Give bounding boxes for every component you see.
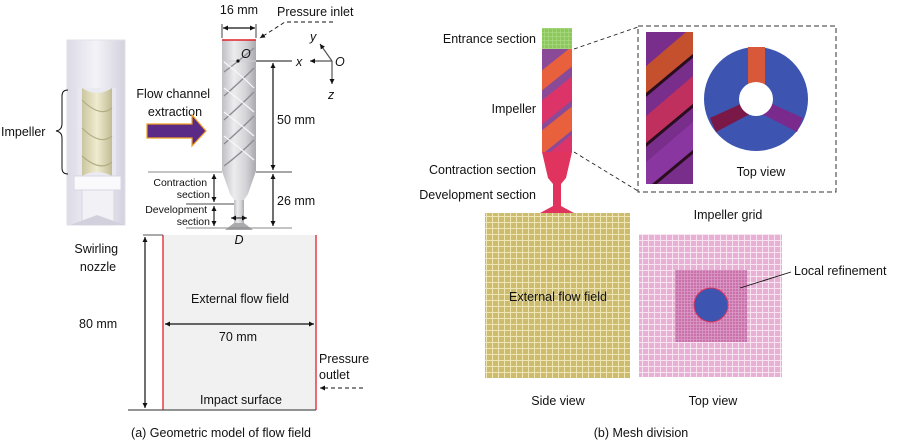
flow-extraction-arrow	[146, 113, 207, 148]
outlet-diameter-label: D	[234, 233, 243, 247]
local-refinement-label: Local refinement	[794, 264, 887, 278]
entrance-section-label: Entrance section	[443, 32, 536, 46]
contraction-section-mesh	[542, 152, 572, 184]
panel-b: Entrance section Impeller Contraction se…	[419, 25, 887, 440]
panel-a-caption: (a) Geometric model of flow field	[131, 426, 311, 440]
axis-z-label: z	[327, 88, 335, 102]
panel-a: Impeller Swirling nozzle Flow channel ex…	[1, 3, 373, 440]
origin-point-label: O	[241, 47, 251, 61]
local-refinement-leader	[739, 271, 792, 289]
impeller-grid-label: Impeller grid	[694, 208, 763, 222]
impeller-grid-top-view	[704, 47, 808, 151]
impeller-grid-strip	[646, 32, 693, 184]
dimension-26mm-label: 26 mm	[277, 194, 315, 208]
side-view-mesh	[485, 213, 630, 378]
nozzle-mesh-side	[540, 28, 574, 213]
impeller-section-label: Impeller	[492, 102, 536, 116]
swirling-nozzle-label: Swirling nozzle	[74, 242, 121, 274]
dimension-16mm-label: 16 mm	[220, 3, 258, 17]
external-flow-field-label: External flow field	[191, 292, 289, 306]
flow-channel-geometry	[222, 39, 256, 230]
axis-x-label: x	[295, 55, 303, 69]
zoom-leader-bottom	[573, 151, 639, 192]
pressure-inlet-leader	[259, 21, 333, 39]
contraction-section-label: Contraction section	[153, 177, 210, 201]
axis-origin-label: O	[335, 55, 345, 69]
coordinate-axes	[256, 43, 335, 84]
panel-b-caption: (b) Mesh division	[594, 426, 689, 440]
impeller-label: Impeller	[1, 125, 45, 139]
dimension-50mm-label: 50 mm	[277, 113, 315, 127]
development-section-mesh	[553, 184, 561, 206]
swirling-nozzle-model	[66, 39, 126, 226]
flow-channel-label: Flow channel extraction	[136, 87, 213, 119]
axis-y-arrow	[319, 43, 333, 62]
pressure-outlet-label: Pressure outlet	[319, 352, 373, 382]
impeller-grid-inset	[637, 25, 837, 193]
axis-y-label: y	[309, 30, 317, 44]
zoom-leader-top	[573, 26, 639, 50]
side-view-external-flow-label: External flow field	[509, 290, 607, 304]
origin-point	[236, 59, 240, 63]
development-section-label: Development section	[145, 204, 210, 228]
dimension-80mm-label: 80 mm	[79, 317, 117, 331]
impact-surface-label: Impact surface	[200, 393, 282, 407]
top-view-label: Top view	[689, 394, 739, 408]
entrance-section-mesh	[542, 28, 572, 49]
nozzle-footprint	[693, 287, 729, 323]
dimension-70mm-label: 70 mm	[219, 330, 257, 344]
side-view-label: Side view	[531, 394, 585, 408]
pressure-inlet-label: Pressure inlet	[277, 5, 354, 19]
impeller-brace	[55, 89, 69, 175]
external-flow-field-domain	[163, 235, 316, 410]
development-section-mesh-label: Development section	[419, 188, 536, 202]
contraction-section-mesh-label: Contraction section	[429, 163, 536, 177]
inset-top-view-label: Top view	[737, 165, 787, 179]
